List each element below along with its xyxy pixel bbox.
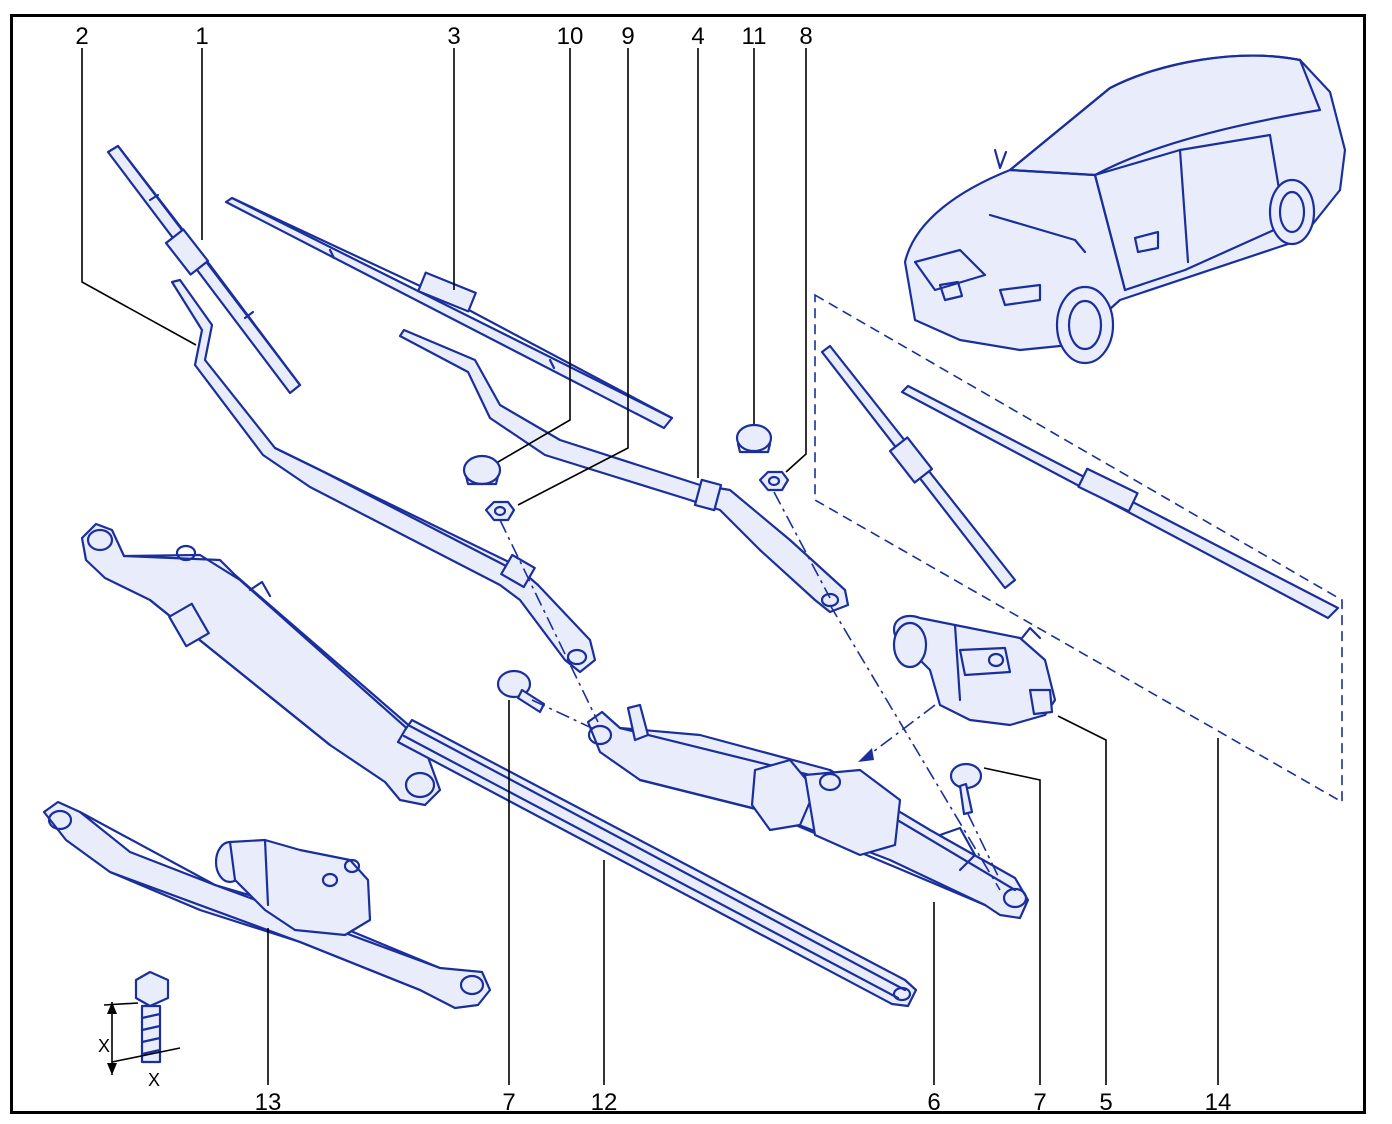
part-4-wiper-arm-right bbox=[398, 328, 850, 614]
part-7-bolt-right bbox=[949, 762, 983, 816]
callout-7-right: 7 bbox=[1033, 1089, 1046, 1116]
bolt-dimension-detail bbox=[103, 970, 181, 1075]
part-13-wiper-linkage-motor-alt bbox=[42, 800, 492, 1010]
callout-8: 8 bbox=[799, 23, 812, 50]
callout-14: 14 bbox=[1205, 1089, 1232, 1116]
part-7-bolt-left bbox=[496, 669, 546, 714]
part-11-cap bbox=[735, 423, 773, 454]
bolt-diameter-label: X bbox=[148, 1070, 160, 1090]
part-3-wiper-blade-center bbox=[224, 196, 674, 430]
callout-labels: 2 1 3 10 9 4 11 8 13 7 12 6 7 5 14 bbox=[75, 23, 1231, 1116]
part-5-wiper-motor bbox=[892, 614, 1057, 727]
callout-1: 1 bbox=[195, 23, 208, 50]
callout-5: 5 bbox=[1099, 1089, 1112, 1116]
callout-9: 9 bbox=[621, 23, 634, 50]
bolt-length-label: X bbox=[98, 1036, 110, 1056]
part-9-nut bbox=[484, 500, 516, 522]
part-1-wiper-blade-left bbox=[106, 144, 302, 395]
callout-3: 3 bbox=[447, 23, 460, 50]
callout-10: 10 bbox=[557, 23, 584, 50]
part-8-nut bbox=[758, 470, 790, 492]
leader-lines bbox=[81, 48, 1219, 1085]
part-12-connecting-rod bbox=[396, 718, 918, 1008]
callout-4: 4 bbox=[691, 23, 704, 50]
callout-2: 2 bbox=[75, 23, 88, 50]
part-10-cap bbox=[462, 454, 502, 486]
kit-14-outline bbox=[814, 293, 1343, 804]
car-illustration bbox=[903, 54, 1347, 365]
part-6-wiper-linkage-motor bbox=[586, 703, 1030, 920]
right-side-blades bbox=[820, 344, 1340, 620]
callout-7-left: 7 bbox=[502, 1089, 515, 1116]
callout-6: 6 bbox=[927, 1089, 940, 1116]
callout-13: 13 bbox=[255, 1089, 282, 1116]
part-2-wiper-arm-left bbox=[170, 278, 597, 674]
callout-12: 12 bbox=[591, 1089, 618, 1116]
callout-11: 11 bbox=[742, 23, 767, 50]
linkage-left-assembly bbox=[80, 522, 442, 807]
assembly-lines bbox=[499, 491, 1001, 891]
